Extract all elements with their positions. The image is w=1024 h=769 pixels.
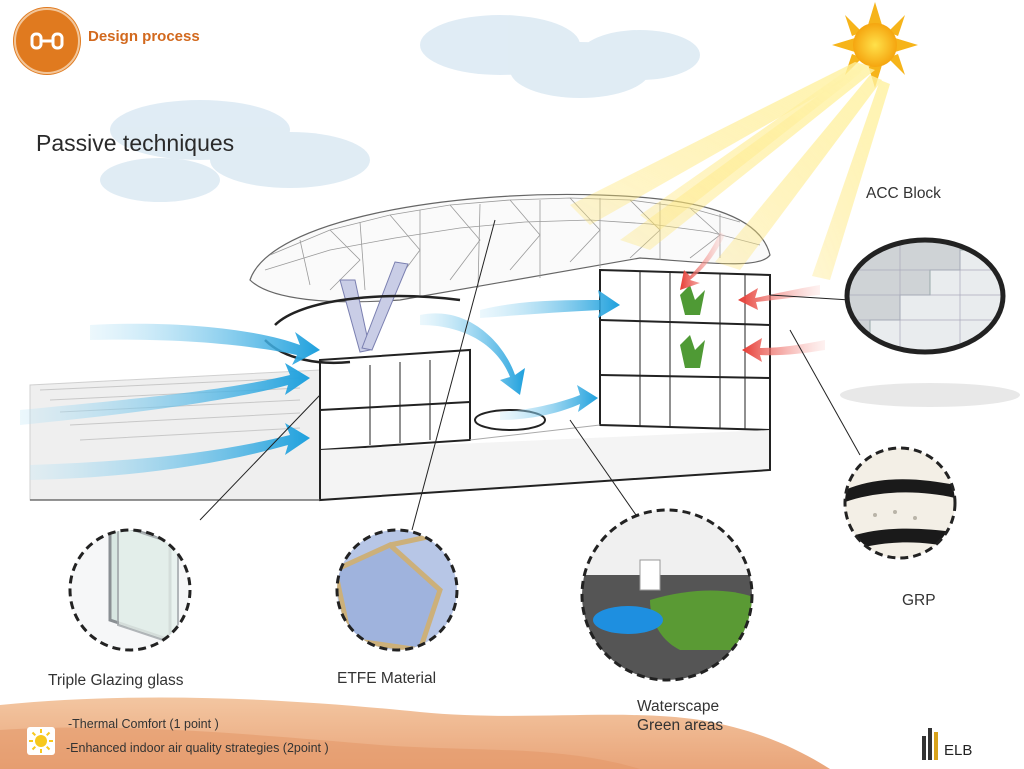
- wind-arrows: [20, 290, 620, 480]
- building-logo-icon: [922, 728, 938, 760]
- brand-logo: ELB: [920, 722, 980, 762]
- grp-inset: [843, 446, 957, 560]
- plants: [680, 285, 705, 368]
- header-title: Design process: [88, 28, 200, 45]
- label-grp: GRP: [902, 592, 936, 609]
- link-nodes-icon: [30, 32, 64, 50]
- sun-rays: [570, 62, 890, 280]
- label-etfe: ETFE Material: [337, 670, 437, 687]
- clouds: [100, 15, 700, 202]
- label-waterscape: Waterscape: [637, 698, 720, 715]
- leader-lines: [199, 219, 861, 531]
- label-triple-glazing: Triple Glazing glass: [48, 672, 184, 689]
- triple-glazing-inset: [68, 528, 192, 652]
- note-thermal: -Thermal Comfort (1 point ): [68, 717, 219, 731]
- sun-badge: [27, 727, 55, 755]
- sun-small-icon: [29, 729, 53, 753]
- brand-name: ELB: [944, 742, 973, 759]
- acc-block-inset: [840, 237, 1020, 407]
- v-columns: [339, 261, 409, 353]
- page-subtitle: Passive techniques: [36, 130, 235, 156]
- label-green-areas: Green areas: [637, 717, 724, 734]
- waterscape-inset: [580, 508, 754, 682]
- building-section: [30, 268, 771, 502]
- note-air-quality: -Enhanced indoor air quality strategies …: [66, 741, 329, 755]
- terrace-ground: [29, 369, 321, 501]
- heat-arrows: [680, 232, 825, 362]
- header-logo: [14, 8, 80, 74]
- label-acc-block: ACC Block: [866, 185, 941, 202]
- etfe-inset: [335, 528, 459, 652]
